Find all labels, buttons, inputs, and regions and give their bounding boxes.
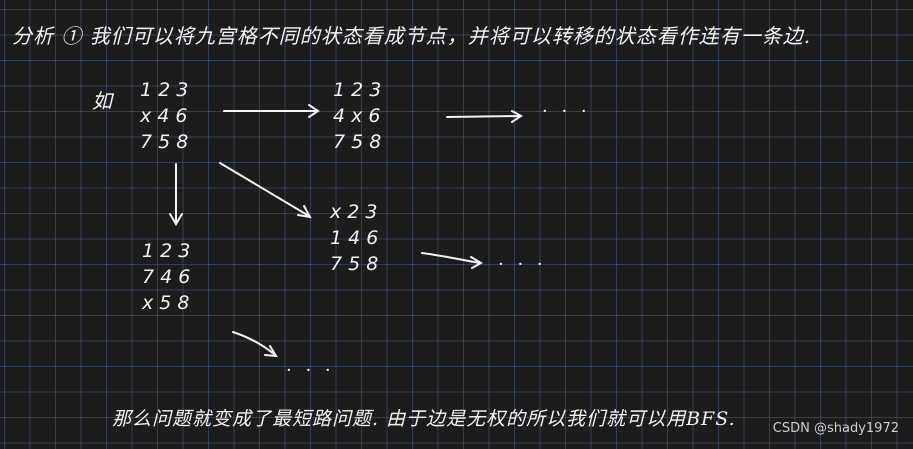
grid-row: 1 2 3 bbox=[142, 240, 191, 262]
grid-row: x 5 8 bbox=[142, 292, 190, 314]
arrow-right-2 bbox=[446, 110, 523, 123]
conclusion-text: 那么问题就变成了最短路问题. 由于边是无权的所以我们就可以用BFS. bbox=[112, 408, 736, 430]
grid-row: 7 5 8 bbox=[330, 253, 379, 275]
grid-row: 1 2 3 bbox=[140, 79, 189, 101]
grid-row: x 2 3 bbox=[330, 201, 378, 223]
grid-row: 1 4 6 bbox=[330, 227, 379, 249]
arrow-diag-2 bbox=[421, 252, 483, 269]
ellipsis-right: · · · bbox=[542, 101, 591, 122]
arrow-down bbox=[169, 163, 183, 226]
diag-state-grid: x 2 3 1 4 6 7 5 8 bbox=[330, 199, 378, 277]
grid-row: x 4 6 bbox=[140, 105, 188, 127]
ellipsis-diag: · · · bbox=[498, 254, 547, 275]
arrow-right bbox=[223, 104, 320, 118]
ellipsis-down: · · · bbox=[286, 360, 335, 381]
grid-row: 7 5 8 bbox=[140, 131, 189, 153]
grid-row: 7 4 6 bbox=[142, 266, 191, 288]
grid-row: 1 2 3 bbox=[333, 79, 382, 101]
grid-row: 4 x 6 bbox=[333, 105, 381, 127]
down-state-grid: 1 2 3 7 4 6 x 5 8 bbox=[142, 238, 190, 316]
right-state-grid: 1 2 3 4 x 6 7 5 8 bbox=[333, 77, 381, 155]
start-state-grid: 1 2 3 x 4 6 7 5 8 bbox=[140, 77, 188, 155]
grid-row: 7 5 8 bbox=[333, 131, 382, 153]
arrow-diag bbox=[219, 162, 312, 219]
example-label: 如 bbox=[92, 89, 112, 113]
arrow-down-2 bbox=[232, 331, 278, 358]
watermark: CSDN @shady1972 bbox=[772, 421, 899, 436]
analysis-heading: 分析 ① 我们可以将九宫格不同的状态看成节点，并将可以转移的状态看作连有一条边. bbox=[12, 24, 812, 48]
